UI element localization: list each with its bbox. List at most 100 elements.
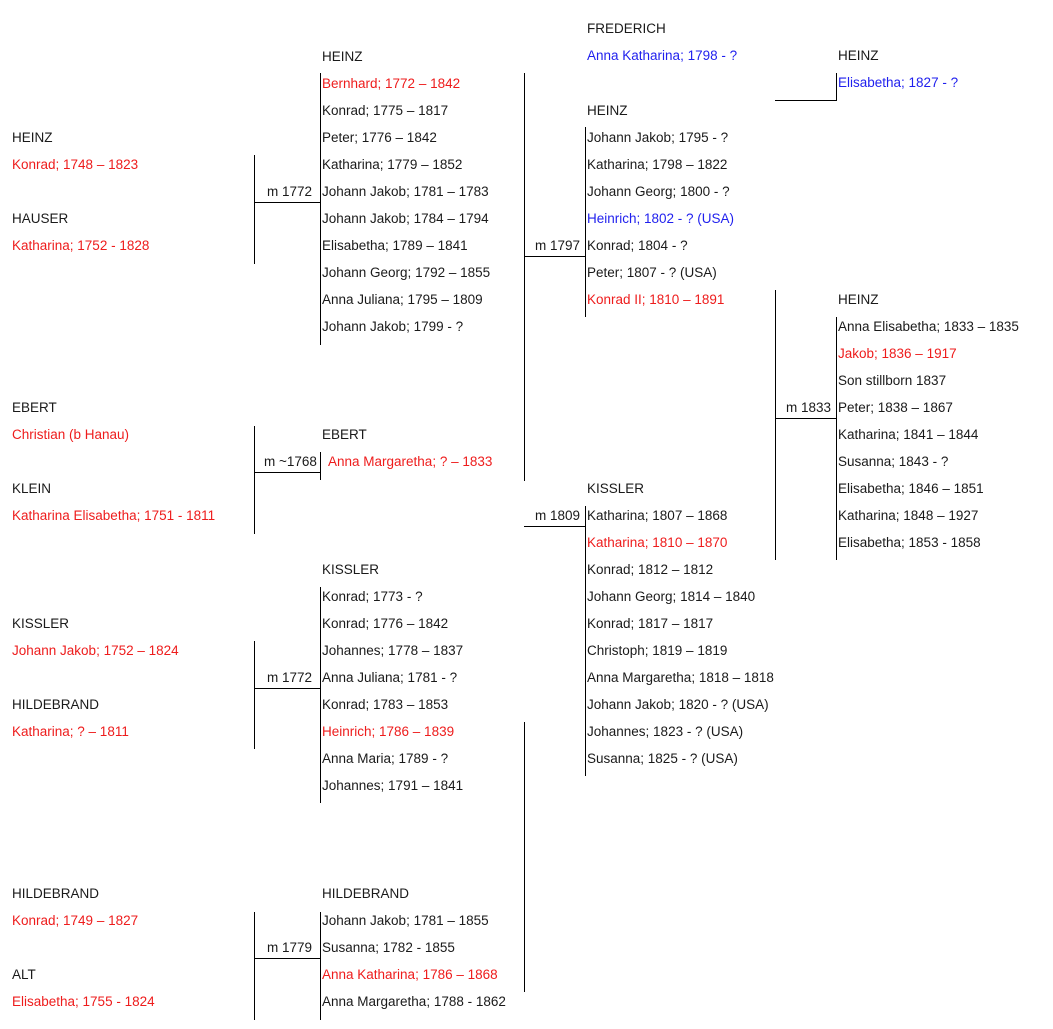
list-item: Katharina; 1848 – 1927 [838, 508, 979, 523]
list-item: Johannes; 1823 - ? (USA) [587, 724, 744, 739]
list-item: Anna Maria; 1789 - ? [322, 751, 449, 766]
list-item: Johann Georg; 1814 – 1840 [587, 589, 756, 604]
person-anna-margaretha-ebert: Anna Margaretha; ? – 1833 [328, 454, 493, 469]
person-elisabetha-alt: Elisabetha; 1755 - 1824 [12, 994, 155, 1009]
surname-ebert-children: EBERT [322, 427, 367, 442]
connector-heinz-hauser-horizontal [254, 202, 320, 203]
person-konrad-hildebrand: Konrad; 1749 – 1827 [12, 913, 139, 928]
person-elisabetha-heinz: Elisabetha; 1827 - ? [838, 75, 959, 90]
connector-ebert-klein-horizontal [254, 472, 320, 473]
list-item: Konrad; 1812 – 1812 [587, 562, 714, 577]
bracket-ebert-children [320, 452, 321, 480]
list-item: Susanna; 1825 - ? (USA) [587, 751, 738, 766]
list-item: Peter; 1807 - ? (USA) [587, 265, 717, 280]
list-item: Katharina; 1810 – 1870 [587, 535, 728, 550]
person-katharina-hauser: Katharina; 1752 - 1828 [12, 238, 150, 253]
surname-heinz-gen4-top: HEINZ [838, 48, 879, 63]
list-item: Johann Jakob; 1799 - ? [322, 319, 464, 334]
connector-m1833-horizontal [775, 418, 836, 419]
list-item: Anna Juliana; 1781 - ? [322, 670, 458, 685]
marriage-label: m 1833 [786, 400, 832, 415]
list-item: Son stillborn 1837 [838, 373, 947, 388]
person-katharina-klein: Katharina Elisabetha; 1751 - 1811 [12, 508, 216, 523]
list-item: Anna Juliana; 1795 – 1809 [322, 292, 483, 307]
bracket-gen3-heinz [585, 127, 586, 317]
surname-alt: ALT [12, 967, 36, 982]
list-item: Heinrich; 1802 - ? (USA) [587, 211, 735, 226]
person-anna-katharina-frederich: Anna Katharina; 1798 - ? [587, 48, 738, 63]
list-item: Johann Jakob; 1820 - ? (USA) [587, 697, 769, 712]
person-katharina-hildebrand: Katharina; ? – 1811 [12, 724, 129, 739]
list-item: Johann Georg; 1800 - ? [587, 184, 730, 199]
connector-kissler-hildebrand-horizontal [254, 688, 320, 689]
list-item: Johannes; 1791 – 1841 [322, 778, 464, 793]
list-item: Katharina; 1798 – 1822 [587, 157, 728, 172]
connector-m1809-horizontal [524, 526, 585, 527]
connector-elisabetha-horizontal [775, 100, 836, 101]
marriage-label: m 1779 [267, 940, 313, 955]
list-item: Susanna; 1843 - ? [838, 454, 949, 469]
list-item: Konrad; 1783 – 1853 [322, 697, 449, 712]
bracket-kissler-children [320, 587, 321, 803]
list-item: Elisabetha; 1846 – 1851 [838, 481, 984, 496]
list-item: Anna Katharina; 1786 – 1868 [322, 967, 498, 982]
connector-hildebrand-alt-horizontal [254, 958, 320, 959]
marriage-label: m 1809 [535, 508, 581, 523]
marriage-label: m 1772 [267, 184, 313, 199]
surname-heinz-gen3: HEINZ [587, 103, 628, 118]
connector-kissler-hildebrand-vertical [254, 641, 255, 749]
surname-kissler: KISSLER [12, 616, 70, 631]
connector-heinz-hauser-vertical [254, 155, 255, 264]
list-item: Johannes; 1778 – 1837 [322, 643, 464, 658]
list-item: Konrad II; 1810 – 1891 [587, 292, 725, 307]
list-item: Christoph; 1819 – 1819 [587, 643, 728, 658]
bracket-heinz-children [320, 73, 321, 345]
connector-m1797-horizontal [524, 256, 585, 257]
list-item: Konrad; 1817 – 1817 [587, 616, 714, 631]
bracket-hildebrand-children [320, 912, 321, 1020]
list-item: Elisabetha; 1789 – 1841 [322, 238, 468, 253]
list-item: Johann Georg; 1792 – 1855 [322, 265, 491, 280]
connector-ebert-klein-vertical [254, 426, 255, 534]
surname-klein: KLEIN [12, 481, 52, 496]
list-item: Johann Jakob; 1781 – 1783 [322, 184, 489, 199]
marriage-label: m ~1768 [264, 454, 317, 469]
list-item: Bernhard; 1772 – 1842 [322, 76, 461, 91]
surname-frederich: FREDERICH [587, 21, 666, 36]
connector-hildebrand-alt-vertical [254, 912, 255, 1020]
list-item: Susanna; 1782 - 1855 [322, 940, 455, 955]
list-item: Katharina; 1841 – 1844 [838, 427, 979, 442]
bracket-gen4-heinz [836, 317, 837, 560]
list-item: Anna Margaretha; 1818 – 1818 [587, 670, 774, 685]
connector-elisabetha-vertical [836, 73, 837, 101]
marriage-label: m 1797 [535, 238, 581, 253]
list-item: Konrad; 1776 – 1842 [322, 616, 449, 631]
surname-heinz: HEINZ [12, 130, 53, 145]
connector-m1797-vertical [524, 73, 525, 481]
connector-m1833-vertical [775, 290, 776, 560]
list-item: Peter; 1776 – 1842 [322, 130, 437, 145]
marriage-label: m 1772 [267, 670, 313, 685]
surname-hauser: HAUSER [12, 211, 69, 226]
list-item: Konrad; 1773 - ? [322, 589, 423, 604]
surname-heinz-gen4: HEINZ [838, 292, 879, 307]
person-konrad-heinz: Konrad; 1748 – 1823 [12, 157, 139, 172]
list-item: Katharina; 1779 – 1852 [322, 157, 463, 172]
surname-heinz-children: HEINZ [322, 49, 363, 64]
list-item: Anna Margaretha; 1788 - 1862 [322, 994, 506, 1009]
surname-hildebrand-2: HILDEBRAND [12, 886, 100, 901]
list-item: Johann Jakob; 1795 - ? [587, 130, 729, 145]
list-item: Jakob; 1836 – 1917 [838, 346, 957, 361]
person-christian-ebert: Christian (b Hanau) [12, 427, 130, 442]
list-item: Johann Jakob; 1784 – 1794 [322, 211, 489, 226]
list-item: Heinrich; 1786 – 1839 [322, 724, 455, 739]
surname-ebert: EBERT [12, 400, 57, 415]
list-item: Peter; 1838 – 1867 [838, 400, 953, 415]
connector-m1809-vertical [524, 722, 525, 992]
surname-kissler-gen3: KISSLER [587, 481, 645, 496]
list-item: Konrad; 1804 - ? [587, 238, 688, 253]
list-item: Johann Jakob; 1781 – 1855 [322, 913, 489, 928]
surname-hildebrand-children: HILDEBRAND [322, 886, 410, 901]
bracket-gen3-kissler [585, 506, 586, 776]
person-johann-kissler: Johann Jakob; 1752 – 1824 [12, 643, 179, 658]
